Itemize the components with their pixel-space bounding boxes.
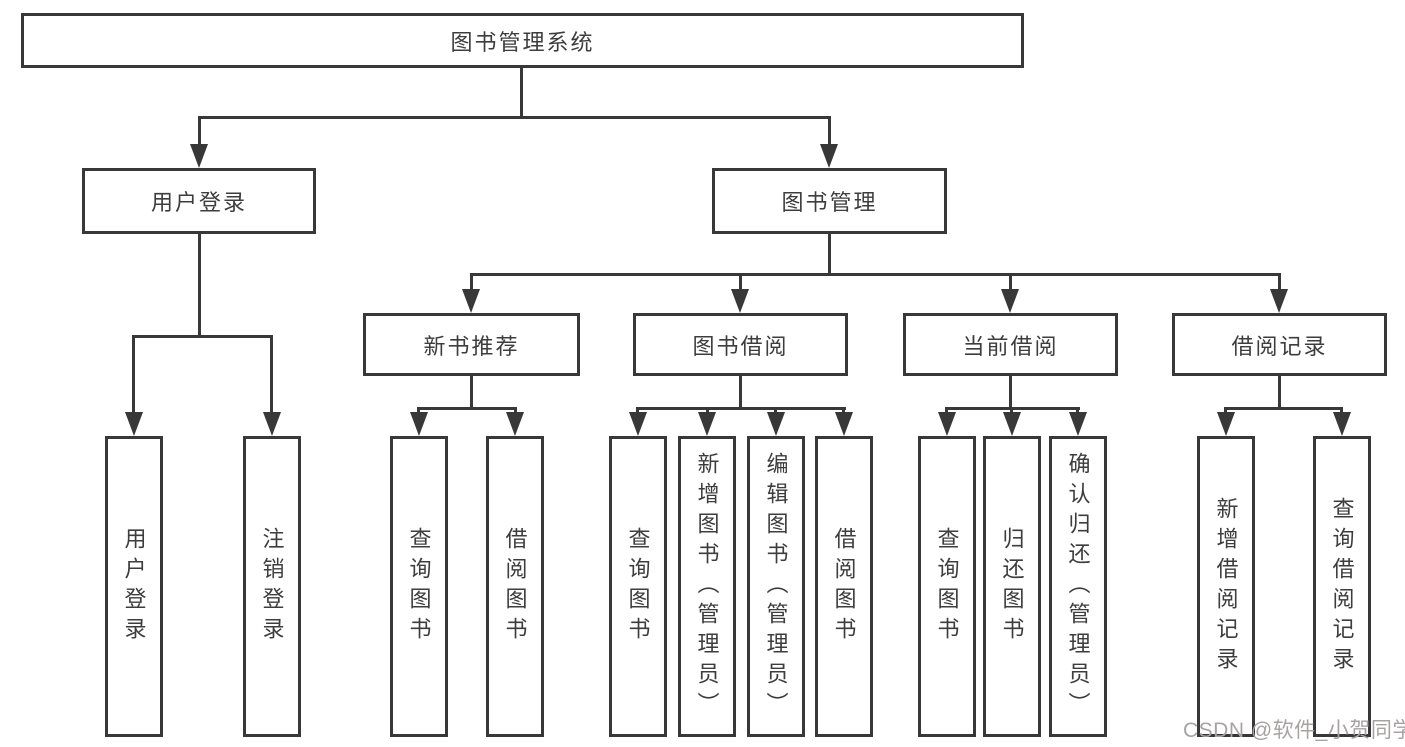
section-borrowing-records-label: 借阅记录: [1231, 333, 1328, 359]
arrowhead-down-icon: [767, 412, 785, 436]
connector-line: [1278, 376, 1281, 407]
section-borrowing-records-box: 借阅记录: [1172, 313, 1387, 376]
leaf-borrow-book-label: 借阅图书: [831, 526, 857, 647]
connector-line: [1278, 273, 1281, 289]
connector-line: [1340, 407, 1343, 413]
leaf-record-query-label: 查询借阅记录: [1329, 496, 1355, 677]
connector-line: [198, 116, 201, 146]
leaf-borrow-add-admin-box: 新增图书（管理员）: [678, 436, 736, 737]
section-current-borrowing-label: 当前借阅: [962, 333, 1059, 359]
arrowhead-down-icon: [938, 412, 956, 436]
connector-line: [132, 335, 135, 412]
arrowhead-down-icon: [462, 289, 480, 313]
connector-line: [470, 273, 473, 289]
leaf-logout-box: 注销登录: [243, 436, 301, 737]
leaf-newbook-borrow-label: 借阅图书: [502, 526, 528, 647]
arrowhead-down-icon: [835, 412, 853, 436]
arrowhead-down-icon: [820, 144, 838, 168]
connector-split: [132, 335, 273, 338]
arrowhead-down-icon: [1003, 412, 1021, 436]
leaf-borrow-edit-admin-box: 编辑图书（管理员）: [747, 436, 805, 737]
arrowhead-down-icon: [1217, 412, 1235, 436]
section-book-borrowing-box: 图书借阅: [633, 313, 848, 376]
connector-root-split: [198, 116, 831, 119]
section-current-borrowing-box: 当前借阅: [903, 313, 1118, 376]
csdn-watermark: CSDN @软件_小贺同学: [1183, 719, 1405, 742]
connector-line: [828, 116, 831, 146]
leaf-borrow-edit-admin-label: 编辑图书（管理员）: [763, 451, 789, 722]
arrowhead-down-icon: [1069, 412, 1087, 436]
arrowhead-down-icon: [698, 412, 716, 436]
arrowhead-down-icon: [506, 412, 524, 436]
leaf-borrow-query-box: 查询图书: [609, 436, 667, 737]
connector-line: [514, 407, 517, 413]
leaf-user-login-box: 用户登录: [105, 436, 163, 737]
connector-split: [417, 407, 517, 410]
connector-split: [470, 273, 1281, 276]
section-new-book-recommend-label: 新书推荐: [423, 333, 520, 359]
connector-line: [1009, 376, 1012, 407]
branch-book-management-label: 图书管理: [781, 190, 878, 215]
arrowhead-down-icon: [410, 412, 428, 436]
connector-line: [1009, 273, 1012, 289]
connector-split: [636, 407, 846, 410]
leaf-record-query-box: 查询借阅记录: [1313, 436, 1371, 737]
section-new-book-recommend-box: 新书推荐: [363, 313, 580, 376]
connector-line: [1076, 407, 1079, 413]
leaf-user-login-label: 用户登录: [121, 526, 147, 647]
connector-line: [774, 407, 777, 413]
connector-line: [1010, 407, 1013, 413]
connector-line: [739, 273, 742, 289]
arrowhead-down-icon: [125, 412, 143, 436]
connector-line: [828, 234, 831, 273]
root-node-box: 图书管理系统: [21, 13, 1024, 68]
leaf-record-add-label: 新增借阅记录: [1213, 496, 1239, 677]
leaf-record-add-box: 新增借阅记录: [1197, 436, 1255, 737]
arrowhead-down-icon: [263, 412, 281, 436]
arrowhead-down-icon: [190, 144, 208, 168]
leaf-borrow-book-box: 借阅图书: [815, 436, 873, 737]
connector-root-stem: [520, 68, 523, 116]
connector-line: [842, 407, 845, 413]
leaf-newbook-query-box: 查询图书: [390, 436, 448, 737]
leaf-newbook-query-label: 查询图书: [406, 526, 432, 647]
arrowhead-down-icon: [1333, 412, 1351, 436]
connector-split: [1224, 407, 1343, 410]
section-book-borrowing-label: 图书借阅: [692, 333, 789, 359]
connector-line: [945, 407, 948, 413]
leaf-newbook-borrow-box: 借阅图书: [486, 436, 544, 737]
arrowhead-down-icon: [629, 412, 647, 436]
leaf-borrow-query-label: 查询图书: [625, 526, 651, 647]
leaf-borrow-add-admin-label: 新增图书（管理员）: [694, 451, 720, 722]
connector-line: [1224, 407, 1227, 413]
arrowhead-down-icon: [1270, 289, 1288, 313]
arrowhead-down-icon: [731, 289, 749, 313]
connector-line: [470, 376, 473, 407]
connector-line: [636, 407, 639, 413]
connector-line: [270, 335, 273, 412]
root-node-label: 图书管理系统: [450, 29, 595, 55]
leaf-confirm-return-admin-label: 确认归还（管理员）: [1065, 451, 1091, 722]
leaf-return-book-label: 归还图书: [999, 526, 1025, 647]
leaf-logout-label: 注销登录: [259, 526, 285, 647]
connector-line: [739, 376, 742, 407]
leaf-current-query-label: 查询图书: [934, 526, 960, 647]
connector-line: [706, 407, 709, 413]
connector-line: [198, 234, 201, 335]
branch-user-login-label: 用户登录: [150, 190, 247, 215]
leaf-return-book-box: 归还图书: [983, 436, 1041, 737]
leaf-current-query-box: 查询图书: [918, 436, 976, 737]
arrowhead-down-icon: [1001, 289, 1019, 313]
connector-line: [417, 407, 420, 413]
leaf-confirm-return-admin-box: 确认归还（管理员）: [1049, 436, 1107, 737]
branch-book-management-box: 图书管理: [712, 168, 947, 234]
branch-user-login-box: 用户登录: [82, 168, 316, 234]
